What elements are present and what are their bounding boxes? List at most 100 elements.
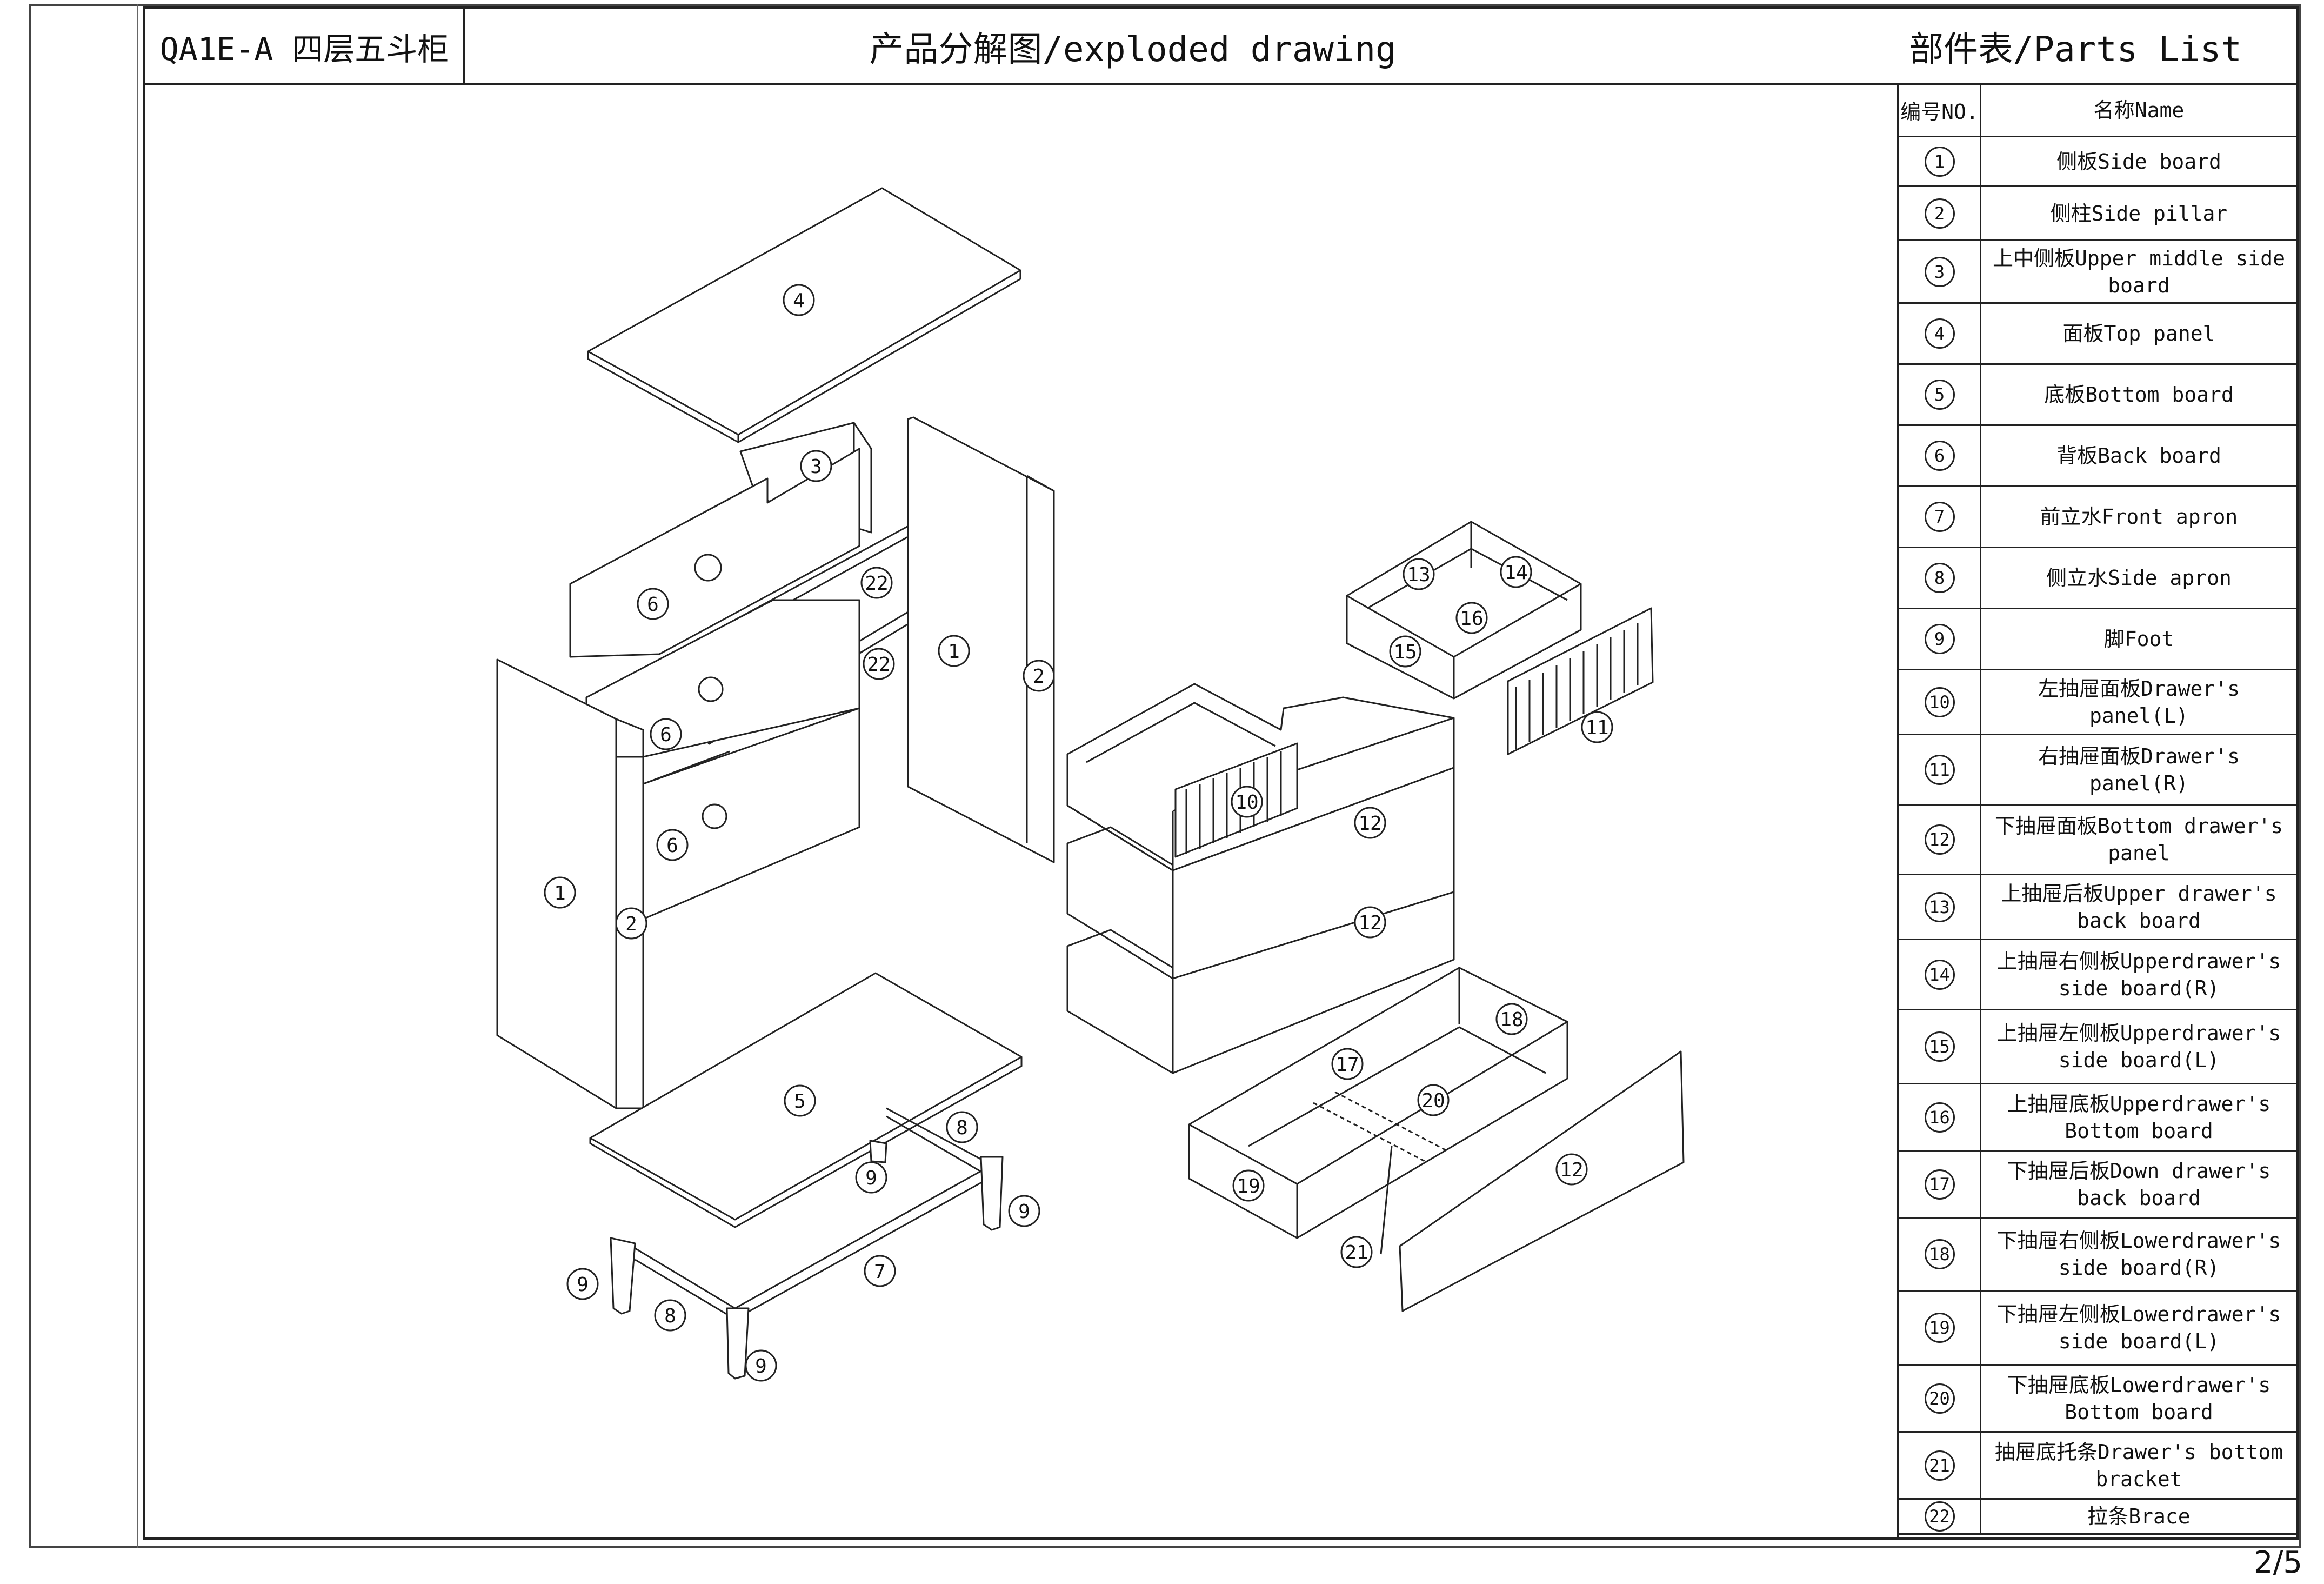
callout-number: 12 [1560,1159,1583,1181]
binding-margin-line [137,4,138,1548]
header-divider [143,83,2299,85]
part-name-cell: 前立水Front apron [2040,505,2238,529]
part-name-cell: 下抽屉右侧板Lowerdrawer's side board(R) [1996,1229,2281,1280]
page-number: 2/5 [2253,1545,2302,1580]
part-name-cell: 上抽屉后板Upper drawer's back board [2001,881,2277,933]
parts-row: 22 拉条Brace [1899,1500,2296,1535]
callout-number: 1 [948,641,960,663]
callout-number: 9 [1018,1201,1030,1223]
part-number-cell: 14 [1899,940,1981,1009]
part-name-cell: 左抽屉面板Drawer's panel(L) [2038,676,2240,728]
part-number-cell: 8 [1899,548,1981,608]
callout-number: 16 [1460,608,1483,630]
part-number-cell: 15 [1899,1010,1981,1083]
parts-row: 7 前立水Front apron [1899,487,2296,548]
part-number-circle: 7 [1924,502,1955,532]
parts-row: 16 上抽屉底板Upperdrawer's Bottom board [1899,1084,2296,1152]
callout-number: 17 [1335,1054,1359,1076]
part-name-cell: 拉条Brace [2087,1505,2191,1528]
part-name-cell: 背板Back board [2056,444,2221,468]
part-name-cell: 上抽屉底板Upperdrawer's Bottom board [2007,1092,2271,1143]
parts-row: 9 脚Foot [1899,609,2296,670]
part-name-cell: 脚Foot [2103,627,2174,651]
exploded-drawing: 4362222126612589997891314161511101212181… [496,187,1685,1382]
part-number-circle: 21 [1924,1450,1955,1481]
part-number-circle: 16 [1924,1102,1955,1133]
part-number-cell: 17 [1899,1152,1981,1217]
part-number-cell: 3 [1899,241,1981,302]
callout-number: 12 [1358,813,1381,835]
part-number-circle: 11 [1924,754,1955,785]
callout-number: 7 [874,1261,886,1283]
part-name-cell: 下抽屉面板Bottom drawer's panel [1994,814,2283,865]
part-drawer-panel-right [1507,607,1654,755]
callout-number: 6 [666,835,678,857]
callout-number: 8 [956,1117,968,1139]
part-name-cell: 抽屉底托条Drawer's bottom bracket [1994,1440,2283,1491]
part-name-cell: 侧板Side board [2056,149,2221,174]
parts-row: 21 抽屉底托条Drawer's bottom bracket [1899,1433,2296,1500]
part-name-cell: 上抽屉左侧板Upperdrawer's side board(L) [1996,1021,2281,1072]
part-number-cell: 18 [1899,1219,1981,1290]
callout-number: 4 [793,290,805,312]
callout-number: 2 [625,913,637,935]
part-lower-drawer-box [1188,967,1568,1255]
part-name-cell: 底板Bottom board [2044,383,2234,407]
callout-number: 9 [577,1274,589,1296]
part-top-panel [587,187,1021,443]
part-number-cell: 10 [1899,670,1981,734]
sheet-border [29,4,2301,1548]
part-name-cell: 下抽屉左侧板Lowerdrawer's side board(L) [1996,1302,2281,1353]
callout-number: 9 [755,1355,767,1377]
part-number-cell: 5 [1899,365,1981,424]
part-number-circle: 1 [1924,146,1955,177]
parts-row: 19 下抽屉左侧板Lowerdrawer's side board(L) [1899,1292,2296,1366]
part-number-circle: 19 [1924,1313,1955,1343]
parts-row: 15 上抽屉左侧板Upperdrawer's side board(L) [1899,1010,2296,1084]
callout-number: 3 [810,456,822,478]
callout-number: 11 [1585,717,1608,739]
callout-number: 5 [794,1090,806,1113]
part-number-circle: 22 [1924,1501,1955,1532]
part-name-cell: 下抽屉后板Down drawer's back board [2007,1159,2271,1210]
part-number-cell: 21 [1899,1433,1981,1498]
callout-number: 8 [664,1305,676,1327]
callout-number: 12 [1358,912,1381,934]
callout-number: 22 [867,654,890,676]
part-number-cell: 1 [1899,137,1981,185]
part-number-cell: 9 [1899,609,1981,669]
part-number-cell: 4 [1899,304,1981,363]
part-number-circle: 4 [1924,318,1955,349]
callout-number: 2 [1033,665,1045,688]
callout-number: 14 [1504,562,1527,584]
callout-number: 21 [1345,1242,1368,1264]
callout-number: 20 [1421,1090,1445,1112]
part-number-cell: 12 [1899,806,1981,874]
parts-row: 13 上抽屉后板Upper drawer's back board [1899,875,2296,940]
parts-list-title: 部件表/Parts List [1909,30,2242,70]
part-right-side-board [907,416,1055,863]
part-number-circle: 13 [1924,891,1955,922]
part-number-cell: 20 [1899,1366,1981,1431]
part-number-circle: 10 [1924,687,1955,717]
part-number-cell: 13 [1899,875,1981,939]
header-name: 名称Name [2093,98,2185,122]
part-number-circle: 5 [1924,380,1955,410]
part-base-frame [610,1107,1004,1380]
header-no: 编号NO. [1899,84,1981,136]
callout-number: 18 [1500,1009,1523,1031]
parts-row: 1 侧板Side board [1899,137,2296,187]
drawing-frame [143,6,2299,1540]
parts-row: 18 下抽屉右侧板Lowerdrawer's side board(R) [1899,1219,2296,1292]
callout-number: 15 [1393,641,1417,663]
callout-number: 13 [1407,564,1430,586]
part-number-circle: 9 [1924,624,1955,654]
callout-number: 1 [554,882,566,904]
parts-row: 5 底板Bottom board [1899,365,2296,426]
part-name-cell: 下抽屉底板Lowerdrawer's Bottom board [2007,1373,2271,1424]
